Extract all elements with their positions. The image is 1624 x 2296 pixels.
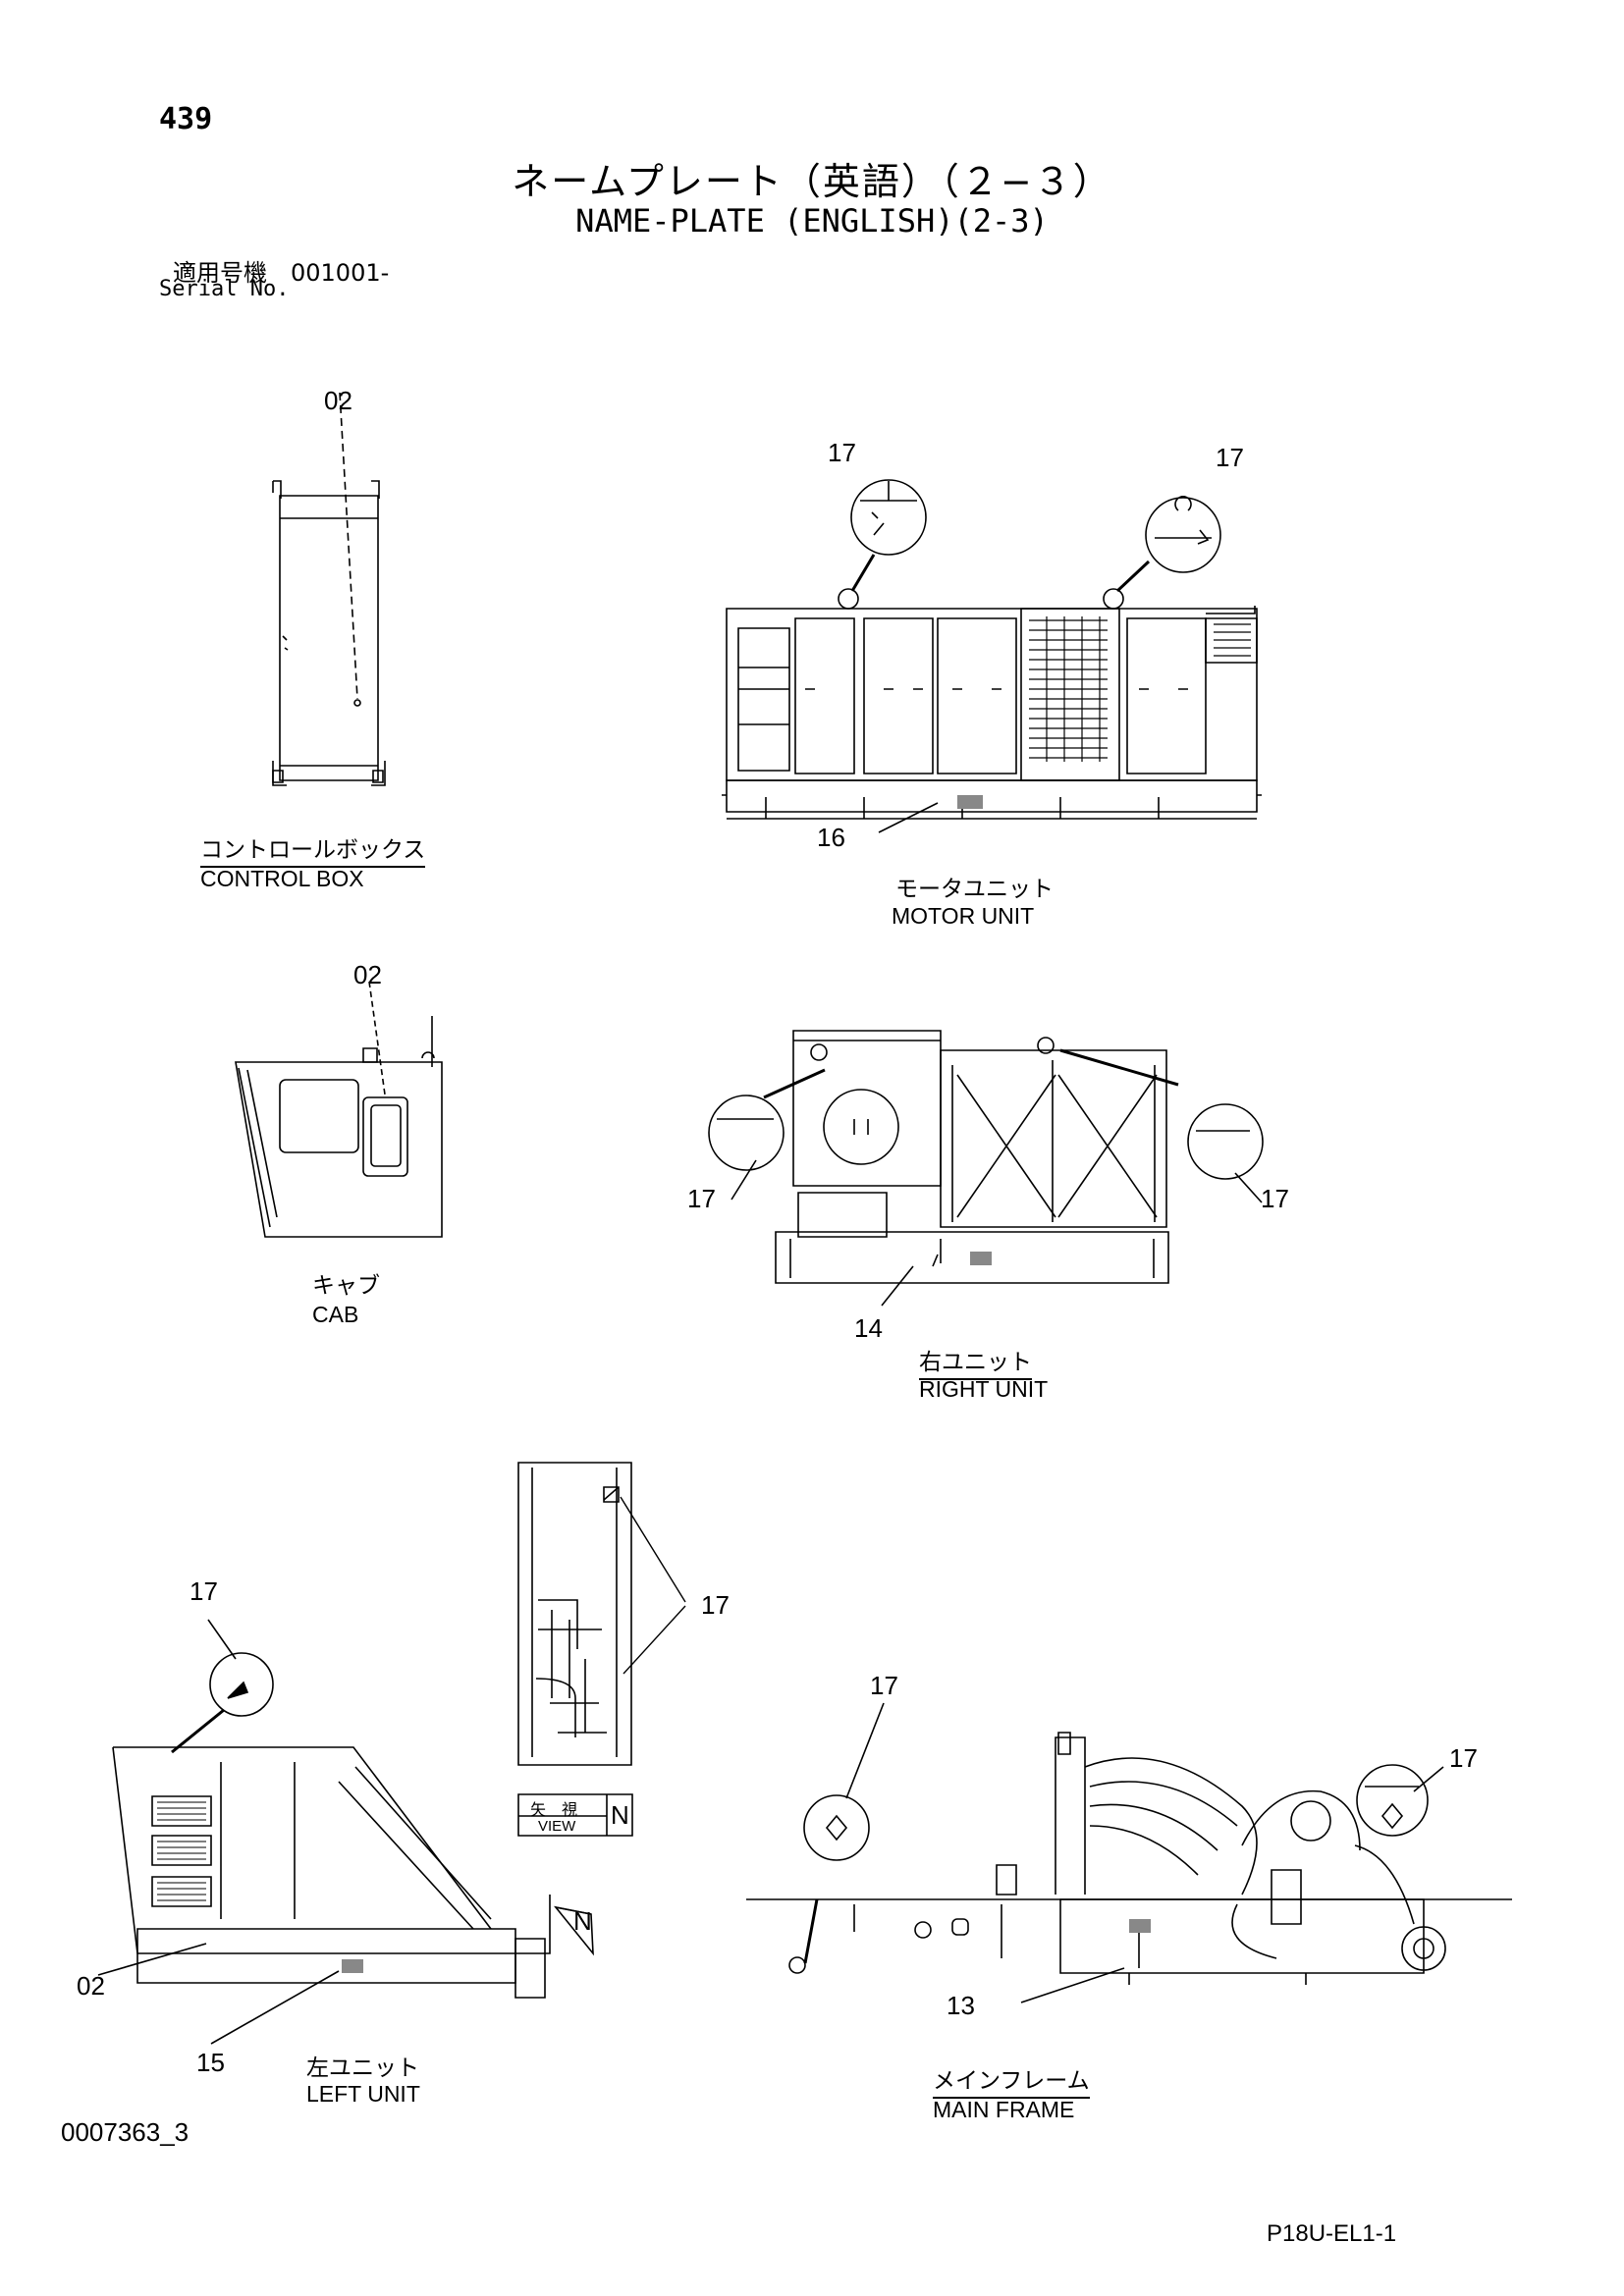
callout-02-left: 02 xyxy=(77,1971,105,2001)
control-box-drawing xyxy=(273,393,385,785)
callout-16-motor: 16 xyxy=(817,823,845,852)
callout-14-right: 14 xyxy=(854,1313,883,1343)
right-unit-drawing xyxy=(709,1031,1263,1306)
view-n-label-jp: 矢 視 xyxy=(530,1800,578,1819)
callout-17-main-left: 17 xyxy=(870,1671,898,1700)
left-unit-name-jp: 左ユニット xyxy=(306,2055,419,2080)
callout-17-left: 17 xyxy=(189,1576,218,1606)
callout-15-left: 15 xyxy=(196,2048,225,2077)
left-unit-name-en: LEFT UNIT xyxy=(306,2081,420,2107)
page-title-english: NAME-PLATE (ENGLISH)(2-3) xyxy=(575,202,1049,240)
motor-unit-name-jp: モータユニット xyxy=(895,876,1054,901)
motor-unit-drawing xyxy=(722,480,1262,832)
callout-02-control-box: 02 xyxy=(324,386,352,415)
view-n-label-en: VIEW xyxy=(538,1818,576,1835)
main-frame-name-en: MAIN FRAME xyxy=(933,2097,1075,2122)
serial-label-japanese: 適用号機 001001- xyxy=(173,259,390,287)
view-direction-arrow xyxy=(556,1907,593,1953)
left-unit-drawing xyxy=(98,1620,550,2044)
callout-02-cab: 02 xyxy=(353,960,382,989)
cab-name-jp: キャブ xyxy=(312,1272,380,1298)
right-unit-name-jp: 右ユニット xyxy=(919,1343,1032,1380)
control-box-name-jp: コントロールボックス xyxy=(200,830,426,868)
control-box-name-en: CONTROL BOX xyxy=(200,866,364,891)
main-frame-name-jp: メインフレーム xyxy=(933,2061,1090,2099)
view-n-drawing xyxy=(518,1463,685,1836)
serial-label-english: Serial No. xyxy=(159,277,290,301)
view-arrow-letter: N xyxy=(573,1906,592,1936)
motor-unit-name-en: MOTOR UNIT xyxy=(892,903,1035,929)
right-unit-name-en: RIGHT UNIT xyxy=(919,1376,1049,1402)
cab-drawing xyxy=(236,982,442,1237)
callout-17-main-right: 17 xyxy=(1449,1743,1478,1773)
document-code: 0007363_3 xyxy=(61,2117,189,2147)
page-title-japanese: ネームプレート（英語）（２−３） xyxy=(512,160,1112,203)
main-frame-drawing xyxy=(746,1703,1512,2002)
callout-17-motor-right: 17 xyxy=(1216,443,1244,472)
callout-17-right-left: 17 xyxy=(687,1184,716,1213)
view-n-letter: N xyxy=(611,1800,629,1830)
cab-name-en: CAB xyxy=(312,1302,359,1327)
callout-17-right-right: 17 xyxy=(1261,1184,1289,1213)
callout-13-main: 13 xyxy=(947,1991,975,2020)
page-number: 439 xyxy=(159,102,213,136)
callout-17-motor-left: 17 xyxy=(828,438,856,467)
callout-17-view-n: 17 xyxy=(701,1590,730,1620)
sheet-code: P18U-EL1-1 xyxy=(1267,2220,1397,2247)
